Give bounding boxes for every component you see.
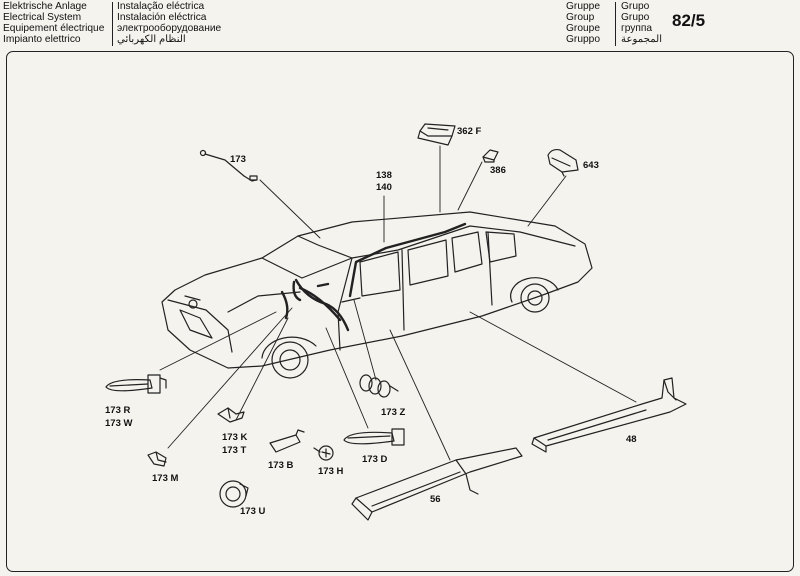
label-173h: 173 H (318, 466, 344, 477)
header-text: Grupo (621, 12, 650, 23)
sill-strip-48 (531, 377, 687, 453)
clip-173b (269, 429, 305, 453)
label-173z: 173 Z (381, 407, 406, 418)
header-col-2: Instalação eléctrica Instalación eléctri… (117, 1, 221, 45)
page-number: 82/5 (672, 11, 706, 30)
sill-strip-56 (351, 447, 523, 521)
label-386: 386 (490, 165, 506, 176)
header-divider (615, 2, 616, 46)
header-text: Group (566, 12, 595, 23)
lamp-362f (417, 123, 456, 146)
header-col-4: Grupo Grupo группа المجموعة (621, 1, 662, 45)
header-text: группа (621, 23, 653, 34)
label-138: 138 (376, 170, 392, 181)
label-56: 56 (430, 494, 441, 505)
label-48: 48 (626, 434, 637, 445)
header-text: Instalación eléctrica (117, 12, 207, 23)
screw-173h (313, 445, 334, 461)
label-140: 140 (376, 182, 392, 193)
label-173u: 173 U (240, 506, 266, 517)
diagram-frame (6, 51, 794, 572)
page-header: Elektrische Anlage Electrical System Equ… (0, 0, 800, 46)
grommet-173z (359, 374, 399, 398)
label-643: 643 (583, 160, 599, 171)
header-text: المجموعة (621, 34, 663, 45)
header-divider (112, 2, 113, 46)
header-text: Gruppo (566, 34, 600, 45)
clip-173k (217, 407, 245, 423)
header-text: Instalação eléctrica (117, 1, 205, 12)
label-173r: 173 R (105, 405, 131, 416)
leader-lines (159, 145, 637, 461)
header-text: электрооборудование (117, 23, 222, 34)
label-173b: 173 B (268, 460, 294, 471)
header-text: Equipement électrique (3, 23, 105, 34)
label-173t: 173 T (222, 445, 247, 456)
label-173k: 173 K (222, 432, 248, 443)
header-text: Electrical System (3, 12, 82, 23)
header-col-3: Gruppe Group Groupe Gruppo (566, 1, 600, 45)
header-text: Impianto elettrico (3, 34, 81, 45)
label-362f: 362 F (457, 126, 482, 137)
wire-connector-173 (199, 149, 258, 182)
holder-173m (147, 451, 167, 467)
switch-386 (482, 149, 499, 163)
header-text: Groupe (566, 23, 600, 34)
header-col-1: Elektrische Anlage Electrical System Equ… (3, 1, 104, 45)
label-173-wire: 173 (230, 154, 246, 165)
label-173w: 173 W (105, 418, 133, 429)
header-text: Grupo (621, 1, 650, 12)
limousine-body (161, 211, 593, 379)
header-text: Gruppe (566, 1, 600, 12)
wiring-harness (280, 222, 467, 332)
header-text: النظام الكهربائي (117, 34, 186, 45)
clamp-173u (219, 480, 249, 508)
label-173d: 173 D (362, 454, 388, 465)
strap-tie-173d (343, 428, 405, 446)
header-text: Elektrische Anlage (3, 1, 87, 12)
lamp-643 (547, 148, 579, 177)
strap-tie-173r (105, 374, 167, 394)
label-173m: 173 M (152, 473, 179, 484)
